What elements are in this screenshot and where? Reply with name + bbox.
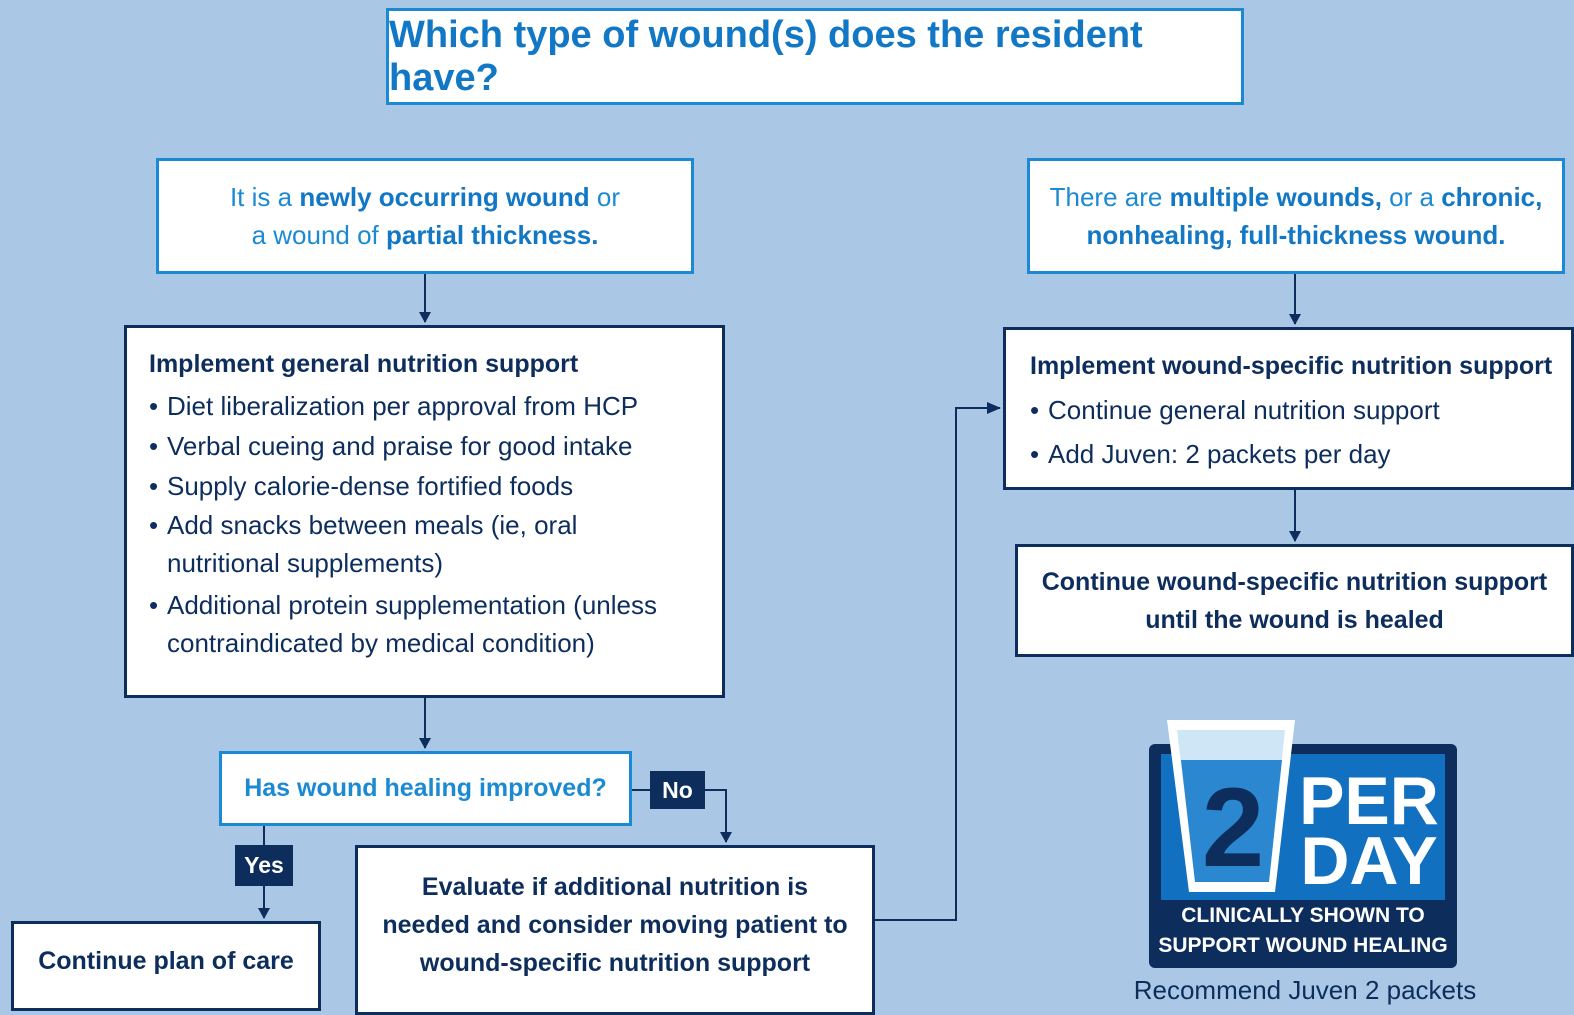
- specific-support-box: Implement wound-specific nutrition suppo…: [1003, 327, 1574, 490]
- continue-specific-box: Continue wound-specific nutrition suppor…: [1015, 544, 1574, 657]
- badge-line1: CLINICALLY SHOWN TO: [1181, 904, 1424, 927]
- evaluate-line2: needed and consider moving patient to: [382, 911, 848, 939]
- question-title-box: Which type of wound(s) does the resident…: [386, 8, 1244, 105]
- continue-specific-line1: Continue wound-specific nutrition suppor…: [1041, 567, 1548, 596]
- badge-caption: Recommend Juven 2 packets: [1133, 975, 1477, 1005]
- specific-support-item: •Add Juven: 2 packets per day: [1030, 439, 1391, 469]
- no-label: No: [650, 771, 705, 809]
- general-support-heading: Implement general nutrition support: [149, 350, 579, 378]
- general-support-item: •Additional protein supplementation (unl…: [149, 590, 657, 658]
- continue-specific-line2: until the wound is healed: [1145, 605, 1444, 634]
- general-support-item: •Add snacks between meals (ie, oral nutr…: [149, 510, 578, 578]
- left-condition-line2: a wound of partial thickness.: [251, 220, 599, 250]
- left-condition-box: It is a newly occurring wound or a wound…: [156, 158, 694, 274]
- healing-question: Has wound healing improved?: [244, 774, 607, 802]
- badge-per: PER: [1299, 763, 1439, 839]
- general-support-item: •Verbal cueing and praise for good intak…: [149, 431, 633, 461]
- arrow-evaluate-to-specific: [874, 402, 1001, 921]
- right-condition-box: There are multiple wounds, or a chronic,…: [1027, 158, 1565, 274]
- right-condition-line1: There are multiple wounds, or a chronic,: [1049, 182, 1543, 212]
- arrow-no-to-evaluate: [705, 789, 732, 843]
- right-condition-line2: nonhealing, full-thickness wound.: [1086, 220, 1506, 250]
- general-support-item: •Supply calorie-dense fortified foods: [149, 471, 574, 501]
- badge-line2: SUPPORT WOUND HEALING: [1158, 934, 1447, 957]
- two-per-day-badge: 2 PER DAY CLINICALLY SHOWN TO SUPPORT WO…: [1149, 720, 1457, 968]
- left-condition-line1: It is a newly occurring wound or: [229, 182, 621, 212]
- evaluate-line3: wound-specific nutrition support: [419, 949, 811, 977]
- specific-support-heading: Implement wound-specific nutrition suppo…: [1030, 352, 1553, 380]
- specific-support-item: •Continue general nutrition support: [1030, 395, 1440, 425]
- evaluate-box: Evaluate if additional nutrition is need…: [355, 845, 875, 1015]
- badge-day: DAY: [1300, 823, 1437, 899]
- healing-question-box: Has wound healing improved?: [219, 751, 632, 826]
- yes-label: Yes: [235, 845, 293, 886]
- continue-plan-box: Continue plan of care: [11, 921, 321, 1011]
- continue-plan-text: Continue plan of care: [38, 947, 294, 975]
- general-support-box: Implement general nutrition support •Die…: [124, 325, 725, 698]
- question-title: Which type of wound(s) does the resident…: [389, 13, 1143, 99]
- badge-number: 2: [1202, 765, 1264, 890]
- general-support-item: •Diet liberalization per approval from H…: [149, 391, 639, 421]
- evaluate-line1: Evaluate if additional nutrition is: [421, 873, 809, 901]
